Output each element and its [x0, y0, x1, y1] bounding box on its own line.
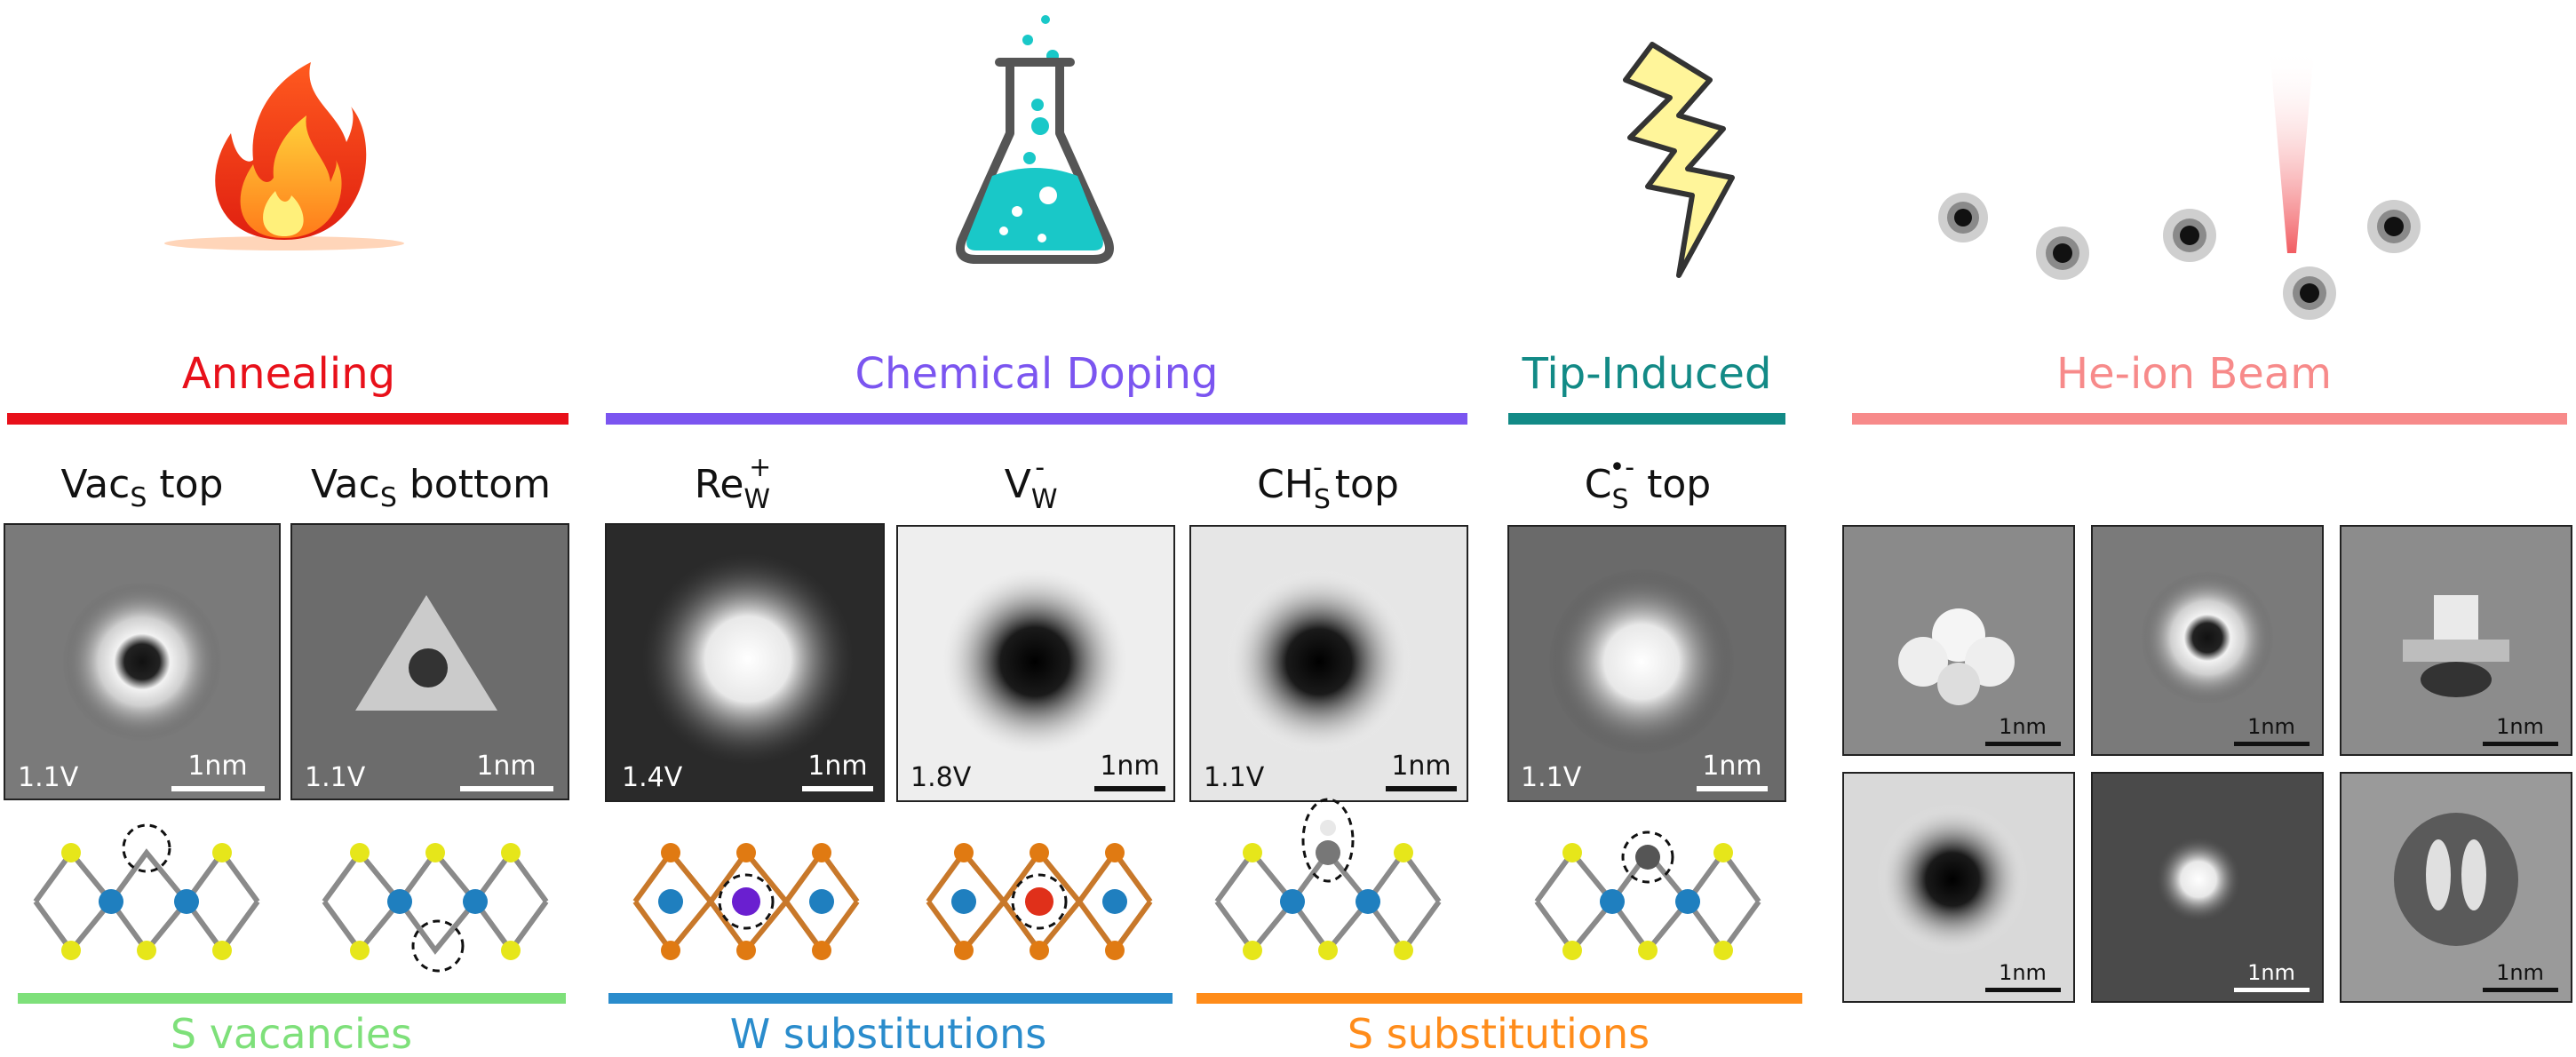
stm-panel-3: 1.4V 1nm: [605, 523, 885, 802]
scale-bar: [460, 786, 553, 791]
group-bar-s-substitutions: [1197, 993, 1802, 1004]
category-bar-chemical-doping: [606, 413, 1467, 425]
atomic-model-ch-s-top: [1214, 798, 1442, 960]
scale-bar: [1985, 742, 2061, 746]
category-chemical-doping: Chemical Doping: [855, 349, 1219, 399]
he-panel-6: 1nm: [2340, 772, 2572, 1003]
column-label-c-s-top: CS•- top: [1585, 452, 1711, 515]
group-label-s-substitutions: S substitutions: [1348, 1010, 1650, 1057]
atomic-model-re-w: [632, 843, 860, 960]
he-panel-5: 1nm: [2091, 772, 2324, 1003]
fire-icon: [164, 62, 404, 250]
column-label-vac-s-bottom: VacS bottom: [311, 462, 551, 513]
category-he-ion-beam: He-ion Beam: [2056, 349, 2332, 399]
group-bar-w-substitutions: [608, 993, 1173, 1004]
scale-bar: [171, 786, 265, 791]
group-label-w-substitutions: W substitutions: [730, 1010, 1046, 1057]
scale-bar: [2483, 988, 2558, 992]
category-tip-induced: Tip-Induced: [1522, 349, 1772, 399]
scale-label: 1nm: [807, 751, 867, 782]
bullet-hole: [2283, 266, 2336, 320]
stm-panel-2: 1.1V 1nm: [290, 523, 569, 800]
category-bar-annealing: [7, 413, 568, 425]
scale-label: 1nm: [1999, 714, 2047, 739]
bullet-hole: [2163, 209, 2216, 262]
column-label-vac-s-top: VacS top: [61, 462, 224, 513]
scale-label: 1nm: [2247, 960, 2295, 985]
scale-label: 1nm: [1391, 751, 1451, 782]
atomic-model-vac-s-top: [33, 823, 260, 960]
he-panel-1: 1nm: [1842, 525, 2075, 756]
scale-label: 1nm: [2496, 714, 2544, 739]
bullet-hole: [2367, 200, 2421, 253]
scale-label: 1nm: [1999, 960, 2047, 985]
scale-bar: [1985, 988, 2061, 992]
bullet-hole: [1938, 193, 1988, 242]
column-label-ch-s-top: CHS- top: [1257, 452, 1399, 515]
scale-label: 1nm: [1100, 751, 1159, 782]
stm-panel-1: 1.1V 1nm: [4, 523, 281, 800]
scale-bar: [2234, 988, 2310, 992]
scale-bar: [1386, 786, 1457, 791]
voltage-label: 1.8V: [910, 762, 972, 793]
stm-panel-4: 1.8V 1nm: [896, 525, 1175, 802]
category-bar-tip-induced: [1508, 413, 1785, 425]
scale-bar: [1697, 786, 1768, 791]
category-annealing: Annealing: [182, 349, 395, 399]
scale-bar: [2483, 742, 2558, 746]
voltage-label: 1.1V: [1204, 762, 1265, 793]
atomic-model-vac-s-bottom: [322, 843, 549, 973]
scale-bar: [802, 786, 873, 791]
he-panel-2: 1nm: [2091, 525, 2324, 756]
scale-label: 1nm: [476, 751, 536, 782]
voltage-label: 1.1V: [1521, 762, 1582, 793]
scale-bar: [2234, 742, 2310, 746]
scale-bar: [1094, 786, 1165, 791]
group-label-s-vacancies: S vacancies: [171, 1010, 412, 1057]
scale-label: 1nm: [1702, 751, 1761, 782]
voltage-label: 1.1V: [305, 762, 366, 793]
stm-panel-5: 1.1V 1nm: [1189, 525, 1468, 802]
scale-label: 1nm: [187, 751, 247, 782]
voltage-label: 1.4V: [622, 762, 683, 793]
category-bar-he-ion-beam: [1852, 413, 2567, 425]
bullet-hole: [2036, 226, 2089, 280]
he-panel-3: 1nm: [2340, 525, 2572, 756]
column-label-re-w: ReW+: [695, 452, 771, 515]
scale-label: 1nm: [2247, 714, 2295, 739]
voltage-label: 1.1V: [18, 762, 79, 793]
group-bar-s-vacancies: [18, 993, 566, 1004]
atomic-model-c-s-top: [1534, 830, 1761, 960]
flask-icon: [956, 15, 1114, 264]
stm-panel-6: 1.1V 1nm: [1507, 525, 1786, 802]
bullet-holes-icon: [1938, 49, 2421, 320]
atomic-model-v-w: [926, 843, 1153, 960]
he-panel-4: 1nm: [1842, 772, 2075, 1003]
lightning-icon: [1623, 42, 1735, 278]
column-label-v-w: VW-: [1005, 452, 1057, 515]
scale-label: 1nm: [2496, 960, 2544, 985]
